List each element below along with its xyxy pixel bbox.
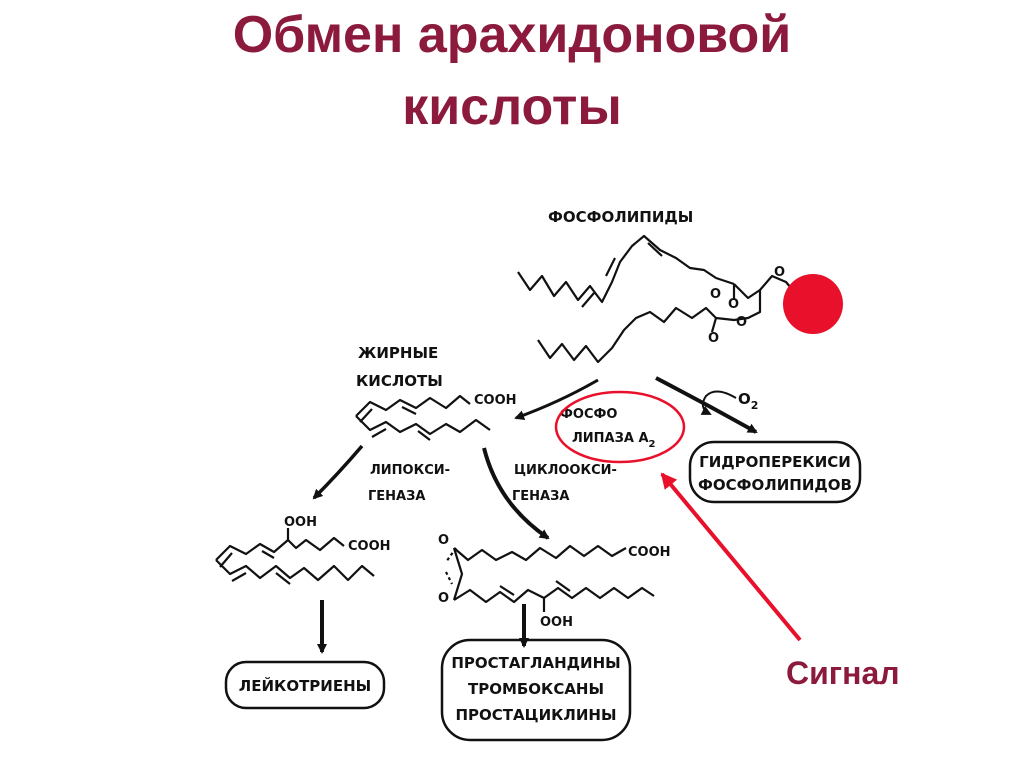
red-head-group-marker bbox=[783, 274, 843, 334]
phospholipids-label: ФОСФОЛИПИДЫ bbox=[548, 208, 693, 226]
leukotrienes-box bbox=[224, 660, 386, 710]
ester-oxygen-2: O bbox=[728, 297, 739, 312]
phospholipid-chain-lower bbox=[537, 306, 717, 364]
endoperoxide-oxygen-bottom: O bbox=[438, 591, 449, 606]
double-bond-a bbox=[581, 292, 595, 308]
hydroperoxides-line1: ГИДРОПЕРЕКИСИ bbox=[699, 453, 851, 471]
prostaglandins-box bbox=[440, 638, 632, 742]
fatty-acid-cooh: COOH bbox=[474, 393, 517, 408]
endoperoxide-cooh: COOH bbox=[628, 545, 671, 560]
arrow-lipoxygenase bbox=[312, 444, 364, 500]
ester-oxygen-5: O bbox=[774, 265, 785, 280]
ester-oxygen-3: O bbox=[708, 331, 719, 346]
fatty-acids-label-line2: КИСЛОТЫ bbox=[356, 372, 443, 390]
lipoxygenase-line1: ЛИПОКСИ- bbox=[370, 463, 450, 478]
title-line-2: кислоты bbox=[402, 77, 622, 136]
endoperoxide-oxygen-top: O bbox=[438, 533, 449, 548]
arachidonic-acid-structure bbox=[355, 394, 491, 441]
carbonyl-lower bbox=[710, 317, 718, 333]
double-bond-b bbox=[605, 257, 616, 277]
fatty-acids-label-line1: ЖИРНЫЕ bbox=[358, 344, 438, 362]
phospholipase-highlight-ellipse bbox=[554, 390, 686, 464]
leukotrienes-label: ЛЕЙКОТРИЕНЫ bbox=[239, 676, 371, 695]
oxygen-label: O2 bbox=[738, 390, 758, 412]
hpete-cooh: COOH bbox=[348, 539, 391, 554]
title-line-1: Обмен арахидоновой bbox=[232, 6, 792, 64]
prostaglandins-label: ПРОСТАГЛАНДИНЫ bbox=[451, 654, 620, 672]
signal-arrow bbox=[660, 472, 802, 642]
prostacyclins-label: ПРОСТАЦИКЛИНЫ bbox=[456, 706, 617, 724]
phospholipase-label-line1: ФОСФО bbox=[560, 407, 617, 422]
phospholipid-molecule bbox=[517, 234, 825, 364]
lipoxygenase-line2: ГЕНАЗА bbox=[368, 489, 425, 504]
hpete-structure bbox=[215, 528, 375, 585]
cyclooxygenase-line1: ЦИКЛООКСИ- bbox=[514, 463, 617, 478]
phospholipase-label-line2: ЛИПАЗА А2 bbox=[572, 431, 656, 450]
hpete-ooh: OOH bbox=[284, 515, 317, 530]
ester-oxygen-4: O bbox=[736, 315, 747, 330]
arrow-to-hydroperoxides bbox=[655, 376, 758, 434]
hydroperoxides-line2: ФОСФОЛИПИДОВ bbox=[698, 476, 852, 494]
ester-oxygen-1: O bbox=[710, 287, 721, 302]
endoperoxide-structure bbox=[445, 544, 655, 612]
phospholipid-chain-upper bbox=[517, 234, 735, 304]
oxygen-curl-arrow bbox=[700, 390, 737, 415]
thromboxanes-label: ТРОМБОКСАНЫ bbox=[468, 680, 604, 698]
signal-label: Сигнал bbox=[786, 655, 900, 691]
double-bond-c bbox=[647, 242, 663, 257]
glycerol-backbone bbox=[715, 283, 762, 322]
slide-title: Обмен арахидоновой кислоты bbox=[120, 0, 904, 144]
arrow-cyclooxygenase bbox=[482, 447, 550, 540]
arrow-to-fatty-acids bbox=[514, 378, 599, 420]
hydroperoxides-box bbox=[688, 440, 862, 504]
endoperoxide-ooh: OOH bbox=[540, 615, 573, 630]
cyclooxygenase-line2: ГЕНАЗА bbox=[512, 489, 569, 504]
